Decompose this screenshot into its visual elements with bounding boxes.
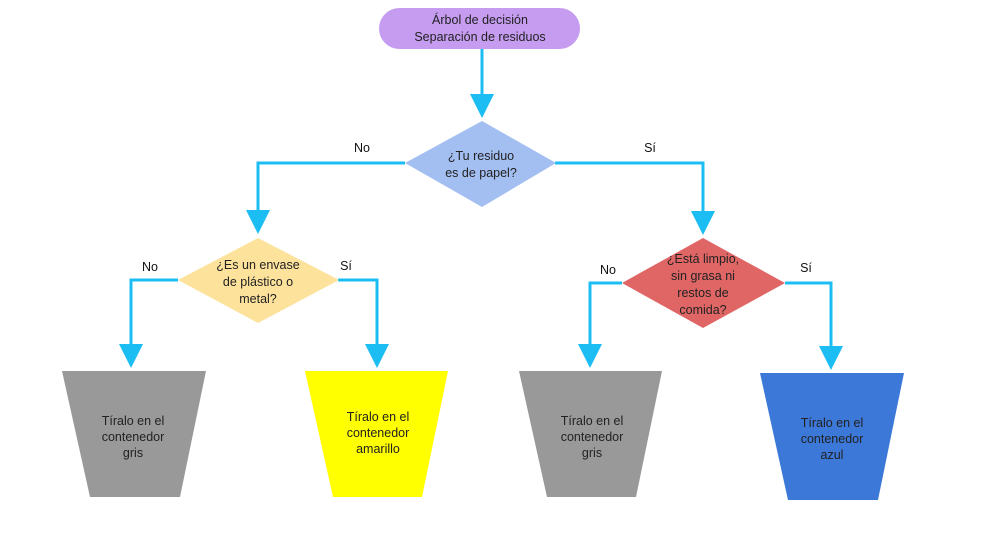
start-node: Árbol de decisión Separación de residuos (379, 8, 580, 49)
clean-no-label: No (600, 263, 616, 277)
bin-yellow-shape (305, 371, 448, 497)
decision-clean-line4: comida? (679, 303, 726, 317)
arrow-clean-no (578, 281, 622, 368)
decision-clean-shape (622, 238, 785, 328)
decision-plastic: ¿Es un envase de plástico o metal? (178, 238, 339, 323)
bin-gray-left-line3: gris (123, 446, 143, 460)
bin-gray-right-line2: contenedor (561, 430, 624, 444)
bin-blue: Tíralo en el contenedor azul (760, 373, 904, 500)
bin-gray-left-shape (62, 371, 206, 497)
bin-blue-line1: Tíralo en el (801, 416, 864, 430)
bin-gray-right-line1: Tíralo en el (561, 414, 624, 428)
bin-yellow-line2: contenedor (347, 426, 410, 440)
bin-blue-shape (760, 373, 904, 500)
bin-gray-left: Tíralo en el contenedor gris (62, 371, 206, 497)
bin-gray-right: Tíralo en el contenedor gris (519, 371, 662, 497)
paper-no-label: No (354, 141, 370, 155)
arrow-paper-yes (555, 161, 715, 235)
decision-clean-line2: sin grasa ni (671, 269, 735, 283)
arrow-plastic-no (119, 278, 178, 368)
paper-yes-label: Sí (644, 141, 656, 155)
decision-paper-line1: ¿Tu residuo (448, 149, 514, 163)
decision-plastic-line3: metal? (239, 292, 277, 306)
arrow-plastic-yes (338, 278, 389, 368)
start-node-shape (379, 8, 580, 49)
start-node-subtitle: Separación de residuos (414, 30, 545, 44)
decision-clean-line1: ¿Está limpio, (667, 252, 739, 266)
decision-clean: ¿Está limpio, sin grasa ni restos de com… (622, 238, 785, 328)
bin-yellow: Tíralo en el contenedor amarillo (305, 371, 448, 497)
bin-blue-line3: azul (821, 448, 844, 462)
plastic-yes-label: Sí (340, 259, 352, 273)
bin-yellow-line1: Tíralo en el (347, 410, 410, 424)
bin-blue-line2: contenedor (801, 432, 864, 446)
decision-plastic-line1: ¿Es un envase (216, 258, 299, 272)
arrow-clean-yes (785, 281, 843, 370)
bin-gray-left-line2: contenedor (102, 430, 165, 444)
decision-paper-line2: es de papel? (445, 166, 517, 180)
decision-plastic-line2: de plástico o (223, 275, 293, 289)
bin-yellow-line3: amarillo (356, 442, 400, 456)
decision-clean-line3: restos de (677, 286, 728, 300)
decision-paper: ¿Tu residuo es de papel? (405, 121, 556, 207)
arrow-paper-no (246, 161, 405, 234)
bin-gray-right-shape (519, 371, 662, 497)
connectors (119, 49, 843, 370)
bin-gray-left-line1: Tíralo en el (102, 414, 165, 428)
bin-gray-right-line3: gris (582, 446, 602, 460)
clean-yes-label: Sí (800, 261, 812, 275)
start-node-title: Árbol de decisión (432, 12, 528, 27)
plastic-no-label: No (142, 260, 158, 274)
decision-plastic-shape (178, 238, 339, 323)
decision-paper-shape (405, 121, 556, 207)
